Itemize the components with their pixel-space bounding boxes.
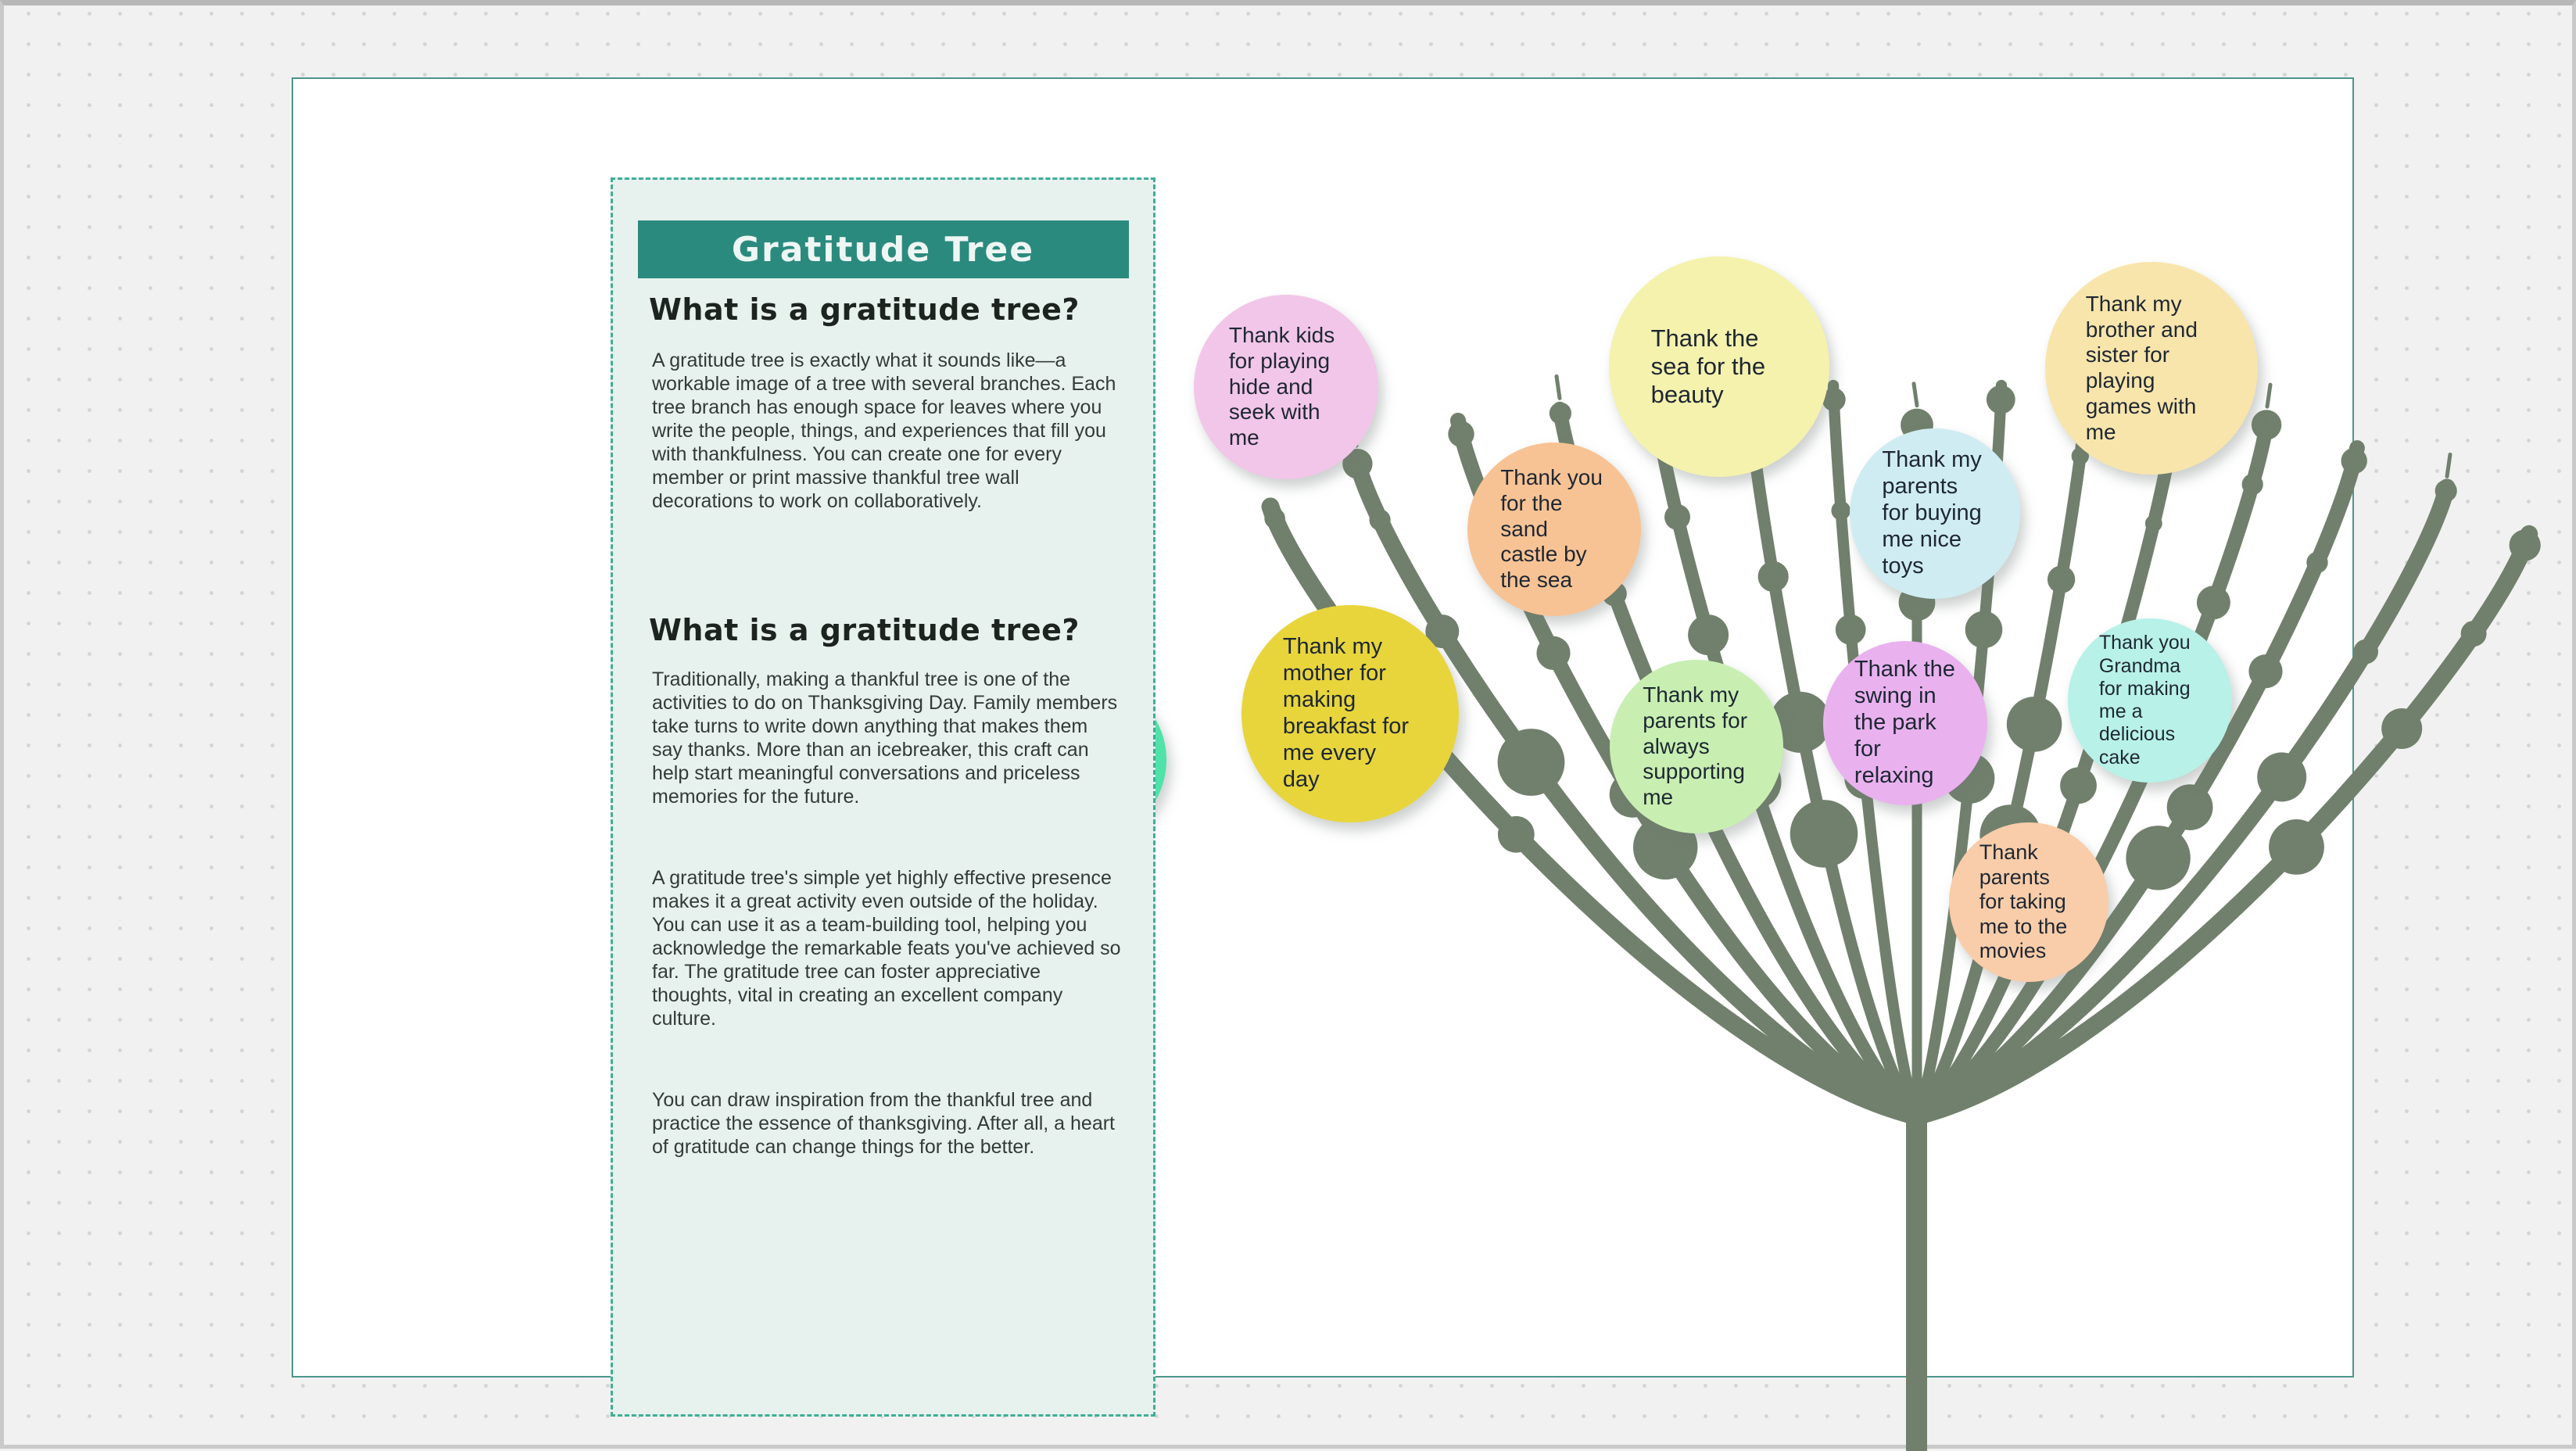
note-nice-toys[interactable]: Thank my parents for buying me nice toys — [1850, 428, 2020, 599]
note-text: Thank my mother for making breakfast for… — [1282, 634, 1409, 792]
note-grandma-cake[interactable]: Thank you Grandma for making me a delici… — [2068, 618, 2232, 783]
note-text: Thank kids for playing hide and seek wit… — [1228, 323, 1335, 450]
note-movies[interactable]: Thank parents for taking me to the movie… — [1949, 822, 2108, 982]
section-heading-1: What is a gratitude tree? — [649, 292, 1080, 327]
note-text: Thank the sea for the beauty — [1650, 324, 1766, 409]
note-sea-beauty[interactable]: Thank the sea for the beauty — [1609, 256, 1829, 477]
note-text: Thank you for the sand castle by the sea — [1500, 465, 1603, 593]
note-text: Thank my parents for buying me nice toys — [1882, 447, 1982, 579]
paragraph-4: You can draw inspiration from the thankf… — [652, 1089, 1116, 1158]
info-panel[interactable]: Gratitude Tree What is a gratitude tree?… — [611, 177, 1155, 1417]
template-board-frame[interactable]: Gratitude Tree What is a gratitude tree?… — [292, 77, 2541, 1451]
paragraph-2: Traditionally, making a thankful tree is… — [652, 668, 1118, 808]
section-heading-2: What is a gratitude tree? — [649, 613, 1080, 647]
note-kids-hide-seek[interactable]: Thank kids for playing hide and seek wit… — [1194, 295, 1378, 479]
note-parents-supporting[interactable]: Thank my parents for always supporting m… — [1610, 660, 1783, 833]
note-text: Thank my parents for always supporting m… — [1643, 683, 1748, 810]
note-sand-castle[interactable]: Thank you for the sand castle by the sea — [1467, 442, 1641, 616]
note-mother-breakfast[interactable]: Thank my mother for making breakfast for… — [1241, 605, 1459, 822]
note-text: Thank the swing in the park for relaxing — [1854, 657, 1955, 788]
panel-title-bar[interactable]: Gratitude Tree — [637, 220, 1129, 278]
note-text: Thank my brother and sister for playing … — [2085, 291, 2198, 444]
note-brother-sister-games[interactable]: Thank my brother and sister for playing … — [2045, 262, 2258, 475]
note-text: Thank parents for taking me to the movie… — [1979, 840, 2068, 963]
paragraph-3: A gratitude tree's simple yet highly eff… — [652, 867, 1121, 1030]
note-text: Thank you Grandma for making me a delici… — [2098, 632, 2191, 768]
paragraph-1: A gratitude tree is exactly what it soun… — [652, 349, 1116, 512]
panel-title: Gratitude Tree — [731, 229, 1035, 270]
note-swing-park[interactable]: Thank the swing in the park for relaxing — [1823, 641, 1987, 805]
